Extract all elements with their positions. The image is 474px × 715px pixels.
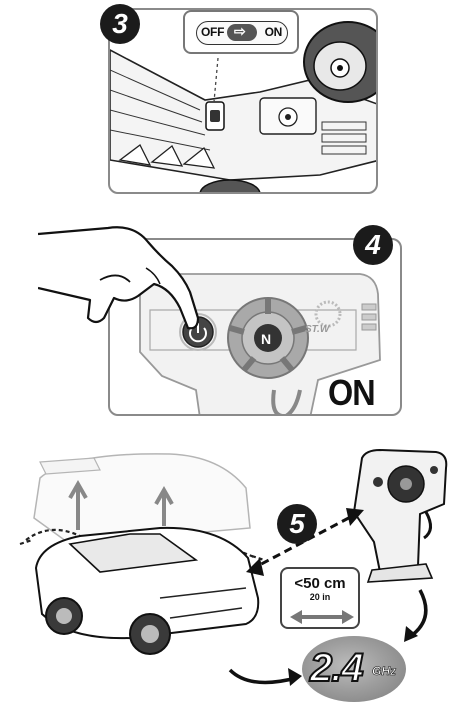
remote-on-label: ON <box>328 372 376 413</box>
remote-brand-mark: ST.W <box>305 324 330 335</box>
car-underside-illustration <box>110 21 376 192</box>
remote-illustration: N <box>139 273 381 414</box>
car-illustration <box>19 453 265 655</box>
frequency-logo: 2.4 GHz <box>302 636 406 702</box>
step-4-badge: 4 <box>353 225 393 265</box>
svg-text:N: N <box>261 331 271 347</box>
step-5-badge: 5 <box>277 504 317 544</box>
distance-metric: <50 cm <box>294 575 346 592</box>
pairing-arrows <box>228 508 428 686</box>
frequency-value: 2.4 <box>309 645 365 691</box>
frequency-unit: GHz <box>372 664 397 679</box>
step-3-badge: 3 <box>100 4 140 44</box>
distance-indicator: <50 cm 20 in <box>280 567 360 629</box>
remote-controller-illustration <box>352 448 448 583</box>
right-arrow-icon: ⇨ <box>234 23 246 39</box>
switch-off-label: OFF <box>201 25 225 39</box>
double-arrow-icon <box>290 610 354 624</box>
hand-icon <box>38 226 200 330</box>
distance-imperial: 20 in <box>309 592 331 602</box>
power-switch[interactable]: OFF ⇨ ON <box>196 21 288 45</box>
switch-knob[interactable]: ⇨ <box>227 23 257 41</box>
switch-on-label: ON <box>264 25 283 39</box>
power-switch-inset: OFF ⇨ ON <box>183 10 299 54</box>
